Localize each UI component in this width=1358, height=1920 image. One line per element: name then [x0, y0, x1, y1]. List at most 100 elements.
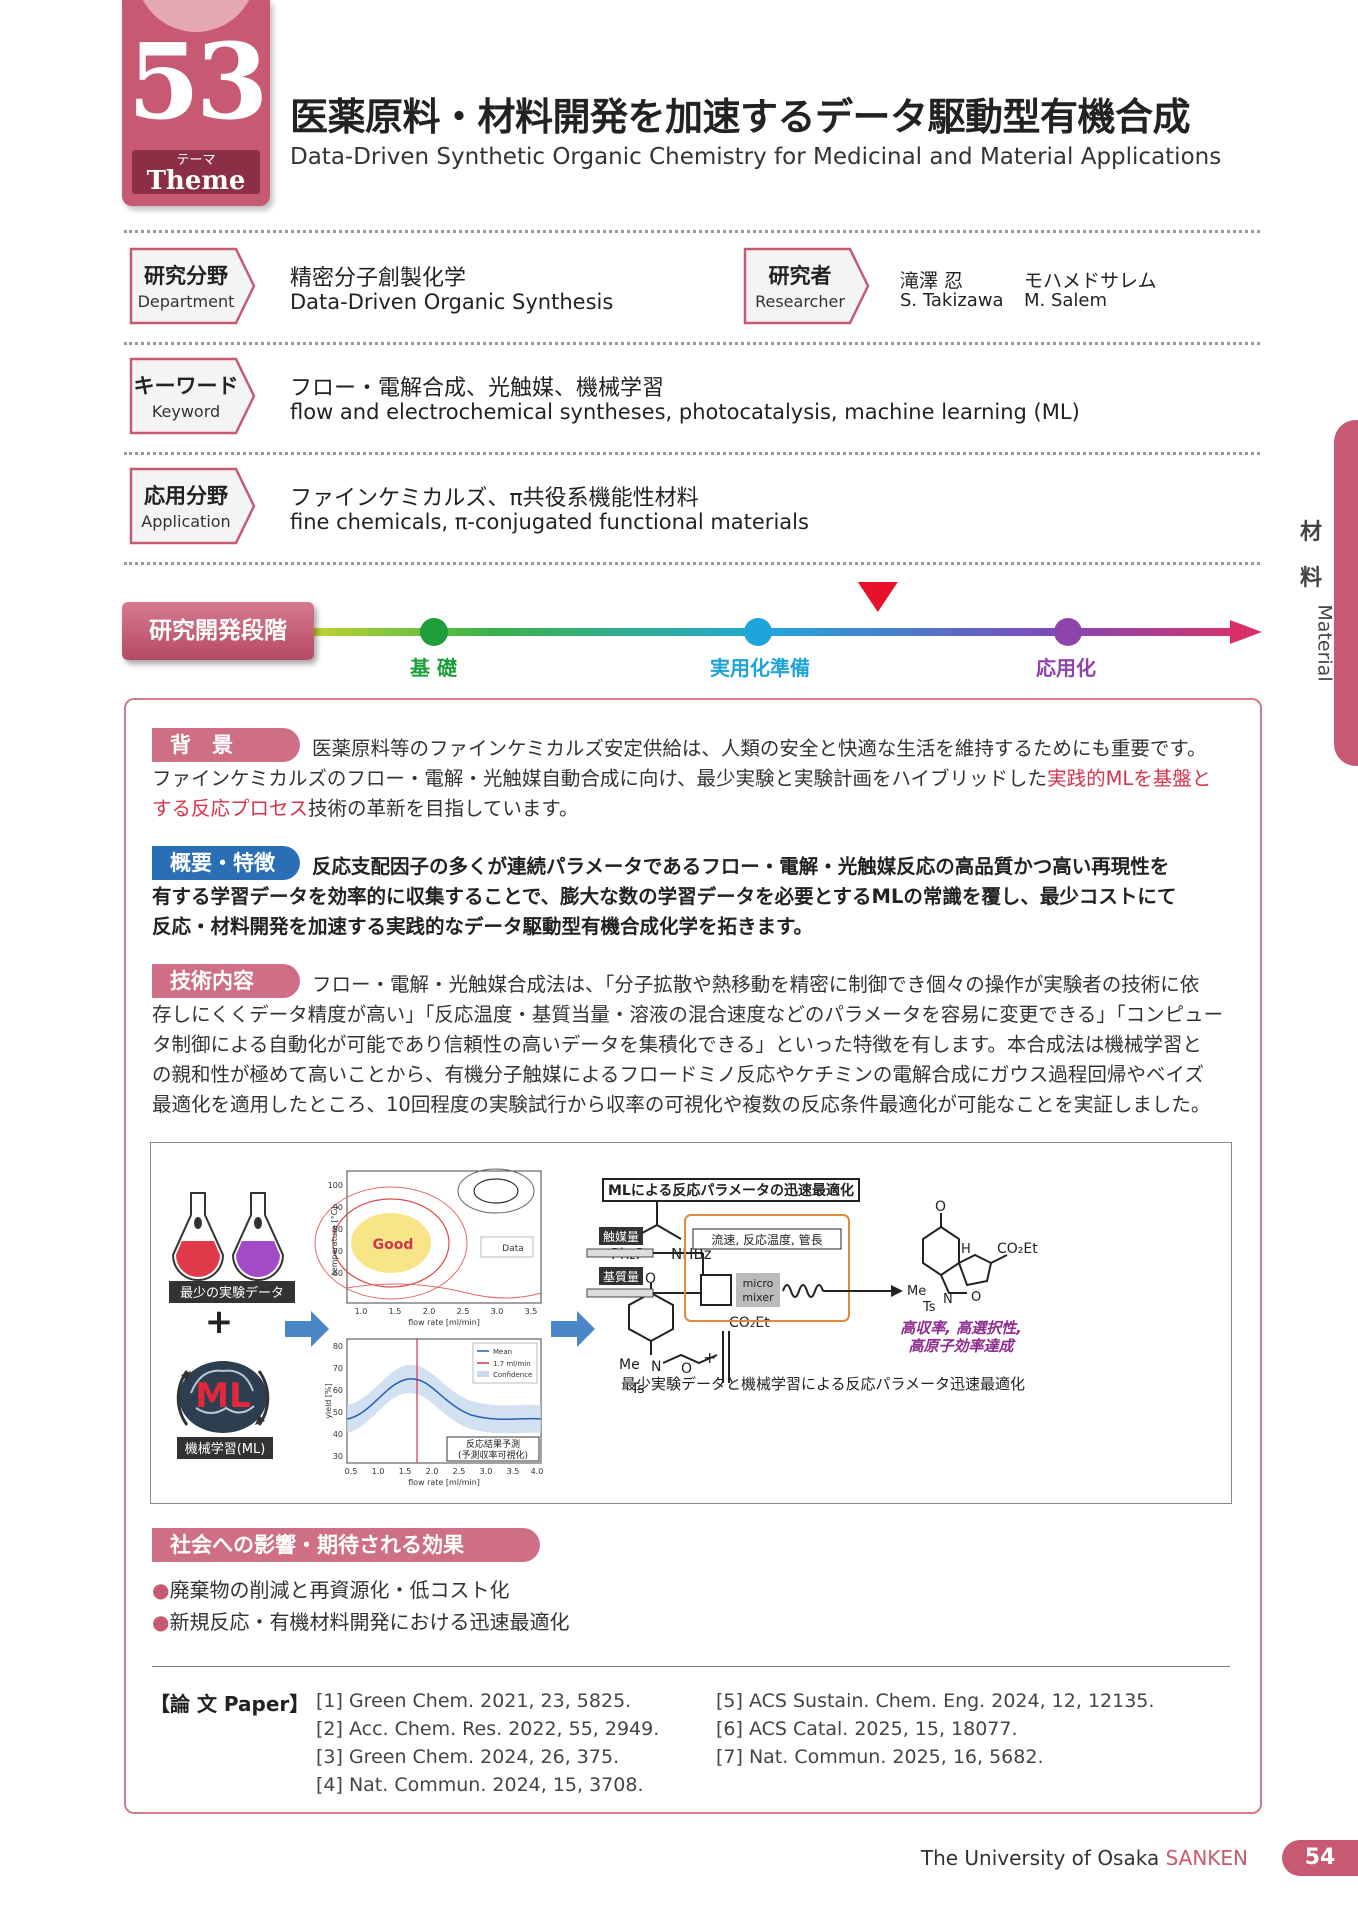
technology-tag: 技術内容 — [152, 964, 300, 998]
contour-ytick: 60 — [333, 1269, 343, 1278]
contour-xtick: 3.0 — [491, 1307, 504, 1316]
brain-icon — [176, 1361, 270, 1433]
application-tag-en: Application — [141, 512, 231, 531]
yield-xtick: 2.0 — [426, 1467, 439, 1476]
yield-ytick: 50 — [333, 1408, 343, 1417]
theme-badge: 53 テーマ Theme — [122, 0, 270, 206]
conditions-label: 流速, 反応温度, 管長 — [711, 1232, 822, 1247]
catalyst-label-bg — [599, 1227, 643, 1245]
substrate-label-bg — [599, 1267, 643, 1285]
side-label-en: Material — [1313, 604, 1336, 682]
impact-item: ●廃棄物の削減と再資源化・低コスト化 — [152, 1574, 509, 1603]
yield-ytick: 40 — [333, 1430, 343, 1439]
yield-prediction-sublabel: (予測収率可視化) — [458, 1449, 528, 1461]
product-arrow-head — [891, 1285, 903, 1297]
ml-label-bg — [177, 1437, 273, 1459]
micro-mixer-label: mixer — [742, 1291, 774, 1304]
researcher-tag-en: Researcher — [755, 292, 845, 311]
stage-arrow-head — [1230, 620, 1262, 644]
chem-ts: Ts — [630, 1381, 645, 1397]
divider — [124, 562, 1260, 565]
page-title: 医薬原料・材料開発を加速するデータ駆動型有機合成 — [290, 95, 1191, 139]
technology-text-5: 最適化を適用したところ、10回程度の実験試行から収率の可視化や複数の反応条件最適… — [152, 1093, 1211, 1116]
yield-xtick: 1.5 — [399, 1467, 412, 1476]
background-text-2a: ファインケミカルズのフロー・電解・光触媒自動合成に向け、最少実験と実験計画をハイ… — [152, 767, 1048, 790]
figure-canvas: 最少の実験データ + ML 機械学習(ML) Good — [169, 1168, 1038, 1487]
paper-ref: [6] ACS Catal. 2025, 15, 18077. — [716, 1718, 1018, 1740]
overview-tag: 概要・特徴 — [152, 846, 300, 880]
coil-reactor — [782, 1284, 824, 1298]
background-text-3b: 技術の革新を目指しています。 — [308, 797, 579, 820]
paper-ref: [5] ACS Sustain. Chem. Eng. 2024, 12, 12… — [716, 1690, 1155, 1712]
keyword-tag-jp: キーワード — [133, 374, 239, 398]
footer-university: University — [964, 1846, 1066, 1870]
chem-ts: Ts — [922, 1300, 936, 1315]
background-highlight: する反応プロセス — [152, 797, 309, 820]
blue-arrow-right — [285, 1311, 329, 1347]
micro-mixer-bg — [736, 1273, 780, 1307]
technology-text-2: 存しにくくデータ精度が高い」「反応温度・基質当量・溶液の混合速度などのパラメータ… — [152, 1003, 1224, 1026]
overview-text-1: 反応支配因子の多くが連続パラメータであるフロー・電解・光触媒反応の高品質かつ高い… — [312, 855, 1170, 878]
plus-sign: + — [205, 1302, 234, 1342]
researcher-name-en: M. Salem — [1024, 290, 1108, 311]
chem-me: Me — [907, 1284, 926, 1299]
footer-the: The — [920, 1846, 965, 1870]
yield-xtick: 4.0 — [531, 1467, 544, 1476]
technology-text-3: タ制御による自動化が可能であり信頼性の高いデータを集積化できる」といった特徴を有… — [152, 1033, 1202, 1056]
chem-o: O — [971, 1290, 981, 1305]
department-tag-jp: 研究分野 — [144, 264, 228, 288]
page-number: 54 — [1282, 1840, 1358, 1876]
catalyst-label: 触媒量 — [603, 1230, 639, 1244]
paper-ref: [3] Green Chem. 2024, 26, 375. — [316, 1746, 620, 1768]
flask-purple — [231, 1192, 285, 1281]
product-structure — [922, 1213, 1008, 1294]
chem-o: O — [645, 1271, 656, 1287]
ml-optimization-box — [602, 1178, 860, 1202]
impact-item-text: 新規反応・有機材料開発における迅速最適化 — [169, 1610, 570, 1634]
ml-label: 機械学習(ML) — [185, 1441, 266, 1457]
department-tag: 研究分野 Department — [128, 246, 258, 326]
theme-number: 53 — [127, 20, 269, 143]
side-label-jp: 材 — [1300, 520, 1323, 545]
stage-bar — [300, 582, 1262, 646]
chem-co2et: CO₂Et — [729, 1315, 770, 1331]
yield-xtick: 3.0 — [480, 1467, 493, 1476]
conditions-box — [692, 1228, 842, 1250]
paper-ref: [7] Nat. Commun. 2025, 16, 5682. — [716, 1746, 1044, 1768]
figure-caption: 最少実験データと機械学習による反応パラメータ迅速最適化 — [621, 1375, 1025, 1393]
yield-xlabel: flow rate [ml/min] — [408, 1478, 480, 1487]
keyword-tag-en: Keyword — [151, 402, 221, 421]
yield-plot: Mean 1.7 ml/min Confidence 反応結果予測 (予測収率可… — [324, 1338, 544, 1487]
keyword-value-en: flow and electrochemical syntheses, phot… — [290, 400, 1080, 424]
substrate-structure — [628, 1283, 718, 1365]
chem-n: N — [943, 1292, 953, 1307]
keyword-tag: キーワード Keyword — [128, 356, 258, 436]
keyword-value-jp: フロー・電解合成、光触媒、機械学習 — [290, 376, 665, 401]
yield-legend-item: 1.7 ml/min — [493, 1360, 531, 1368]
footer-sanken: SANKEN — [1159, 1846, 1248, 1870]
research-figure: 最少の実験データ + ML 機械学習(ML) Good — [150, 1142, 1232, 1504]
blue-arrow-right — [551, 1311, 595, 1347]
micro-mixer-label: micro — [743, 1277, 774, 1290]
min-data-label-bg — [169, 1281, 295, 1303]
theme-label-en: Theme — [146, 166, 246, 196]
technology-text-4: の親和性が極めて高いことから、有機分子触媒によるフロードミノ反応やケチミンの電解… — [152, 1063, 1204, 1086]
reactor-frame — [684, 1214, 850, 1322]
stage-point-applied — [1054, 618, 1082, 646]
divider — [124, 230, 1260, 233]
application-value-en: fine chemicals, π-conjugated functional … — [290, 510, 809, 534]
yield-ylabel: yield [%] — [324, 1383, 333, 1419]
paper-ref: [1] Green Chem. 2021, 23, 5825. — [316, 1690, 632, 1712]
footer-institution: The University of Osaka SANKEN — [921, 1846, 1248, 1870]
overview-text-3: 反応・材料開発を加速する実践的なデータ駆動型有機合成化学を拓きます。 — [152, 915, 814, 938]
syringe — [586, 1288, 654, 1298]
contour-xtick: 3.5 — [525, 1307, 538, 1316]
impact-item: ●新規反応・有機材料開発における迅速最適化 — [152, 1606, 569, 1635]
yield-prediction-label: 反応結果予測 — [466, 1438, 520, 1450]
contour-ytick: 90 — [333, 1203, 343, 1212]
theme-label-jp: テーマ — [176, 153, 216, 168]
contour-ytick: 100 — [328, 1181, 343, 1190]
yield-legend-item: Confidence — [493, 1371, 532, 1379]
stage-label-applied: 応用化 — [1036, 656, 1096, 680]
technology-text-1: フロー・電解・光触媒合成法は、「分子拡散や熱移動を精密に制御でき個々の操作が実験… — [312, 973, 1200, 996]
